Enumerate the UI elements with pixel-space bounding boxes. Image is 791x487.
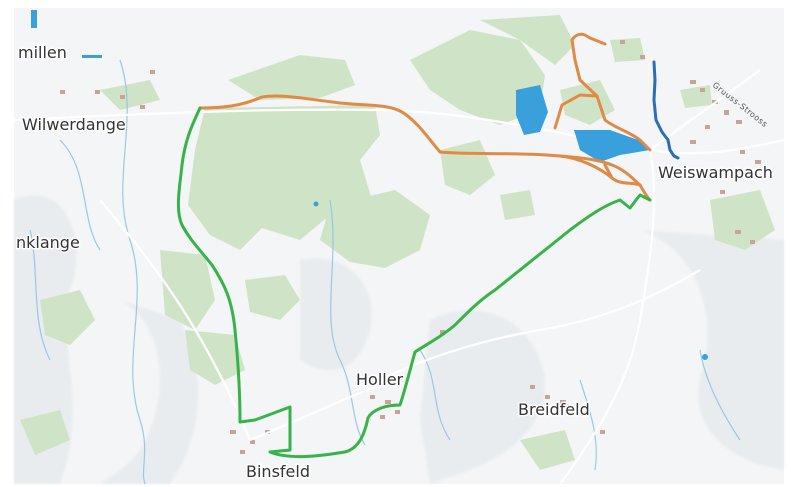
lakes bbox=[516, 85, 650, 162]
pond bbox=[31, 10, 37, 28]
route-orange-north-loop[interactable] bbox=[553, 32, 652, 187]
forest-areas bbox=[20, 15, 775, 470]
lake-east bbox=[574, 130, 650, 162]
pond bbox=[313, 201, 319, 207]
place-label-nklange: nklange bbox=[16, 233, 80, 252]
pond bbox=[82, 55, 102, 58]
place-label-holler: Holler bbox=[356, 370, 404, 389]
place-label-binsfeld: Binsfeld bbox=[246, 462, 310, 481]
place-label-millen: millen bbox=[18, 43, 67, 62]
terrain-shading bbox=[14, 195, 784, 484]
place-label-wilwerdange: Wilwerdange bbox=[22, 115, 126, 134]
pond bbox=[702, 354, 708, 360]
route-orange[interactable] bbox=[198, 94, 652, 202]
place-label-breidfeld: Breidfeld bbox=[518, 400, 590, 419]
route-blue[interactable] bbox=[652, 60, 680, 160]
route-green[interactable] bbox=[176, 106, 652, 459]
roads bbox=[13, 69, 785, 485]
lake-west bbox=[516, 85, 548, 135]
place-label-weiswampach: Weiswampach bbox=[658, 163, 773, 182]
